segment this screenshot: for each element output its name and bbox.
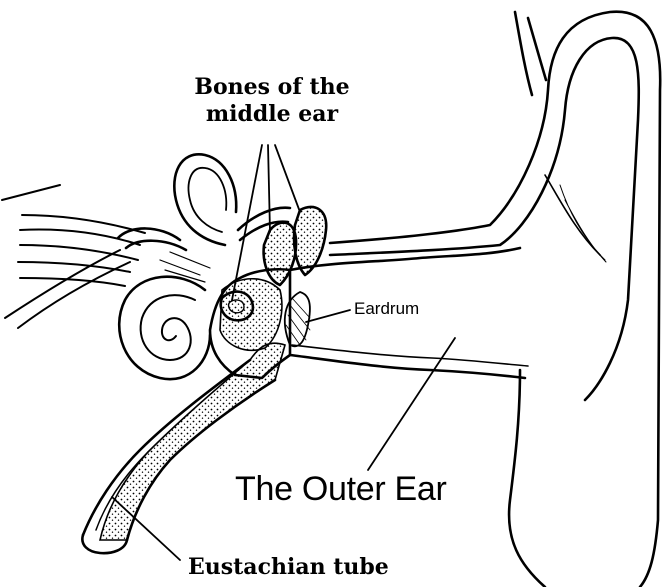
auditory-nerve [18, 215, 145, 286]
label-bones-line2: middle ear [188, 101, 356, 128]
leader-eardrum [306, 310, 350, 322]
label-eardrum: Eardrum [354, 299, 419, 319]
semicircular-canal-posterior [118, 228, 186, 250]
pinna-lower-contour [509, 370, 545, 587]
leader-bones-1 [232, 145, 262, 300]
eardrum [285, 292, 310, 346]
label-outer-ear: The Outer Ear [235, 470, 447, 509]
concha-shade [560, 185, 606, 262]
nerve-vessel-lines [2, 185, 130, 328]
leader-bones-3 [275, 145, 300, 212]
pinna-inner-contour [330, 38, 639, 400]
leader-outer-ear [368, 338, 455, 470]
semicircular-canal-superior-inner [189, 168, 227, 232]
cochlea-outer [119, 277, 210, 379]
temporal-bone-stipple-cavity [220, 279, 282, 351]
ear-canal-lower-wall-inner [292, 345, 528, 366]
pinna-rim-inner [528, 18, 546, 80]
label-bones-middle-ear: Bones of the middle ear [188, 74, 356, 128]
leader-bones-2 [268, 145, 270, 232]
cochlea-spiral [141, 295, 195, 360]
label-bones-line1: Bones of the [188, 74, 356, 101]
ear-canal-lower-wall [290, 355, 525, 378]
label-eustachian-tube: Eustachian tube [188, 554, 389, 581]
